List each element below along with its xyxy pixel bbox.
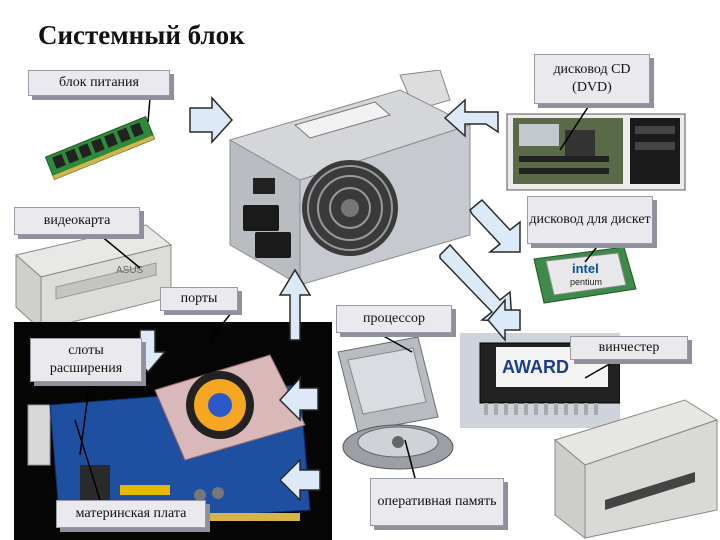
floppy-drive-image xyxy=(553,399,719,540)
label-expansion-slots: слоты расширения xyxy=(30,338,142,382)
label-processor: процессор xyxy=(336,305,452,333)
hdd-image xyxy=(337,336,454,470)
svg-text:AWARD: AWARD xyxy=(502,357,569,377)
svg-text:intel: intel xyxy=(572,261,599,276)
svg-text:pentium: pentium xyxy=(570,277,602,287)
page-title: Системный блок xyxy=(38,20,245,50)
label-ports: порты xyxy=(160,287,238,311)
label-power-supply: блок питания xyxy=(28,70,170,96)
video-card-image xyxy=(27,354,311,526)
label-floppy-drive: дисковод для дискет xyxy=(527,196,653,244)
label-motherboard: материнская плата xyxy=(56,500,206,528)
label-cd-dvd-drive: дисковод CD (DVD) xyxy=(534,54,650,104)
label-ram: оперативная память xyxy=(370,478,504,526)
svg-text:ASUS: ASUS xyxy=(116,265,144,276)
pc-case-image xyxy=(506,113,686,191)
ram-module-image xyxy=(44,115,156,181)
label-hard-drive: винчестер xyxy=(570,336,688,360)
power-supply-image xyxy=(228,70,472,286)
label-video-card: видеокарта xyxy=(14,207,140,235)
cpu-image: intel pentium xyxy=(533,246,637,304)
